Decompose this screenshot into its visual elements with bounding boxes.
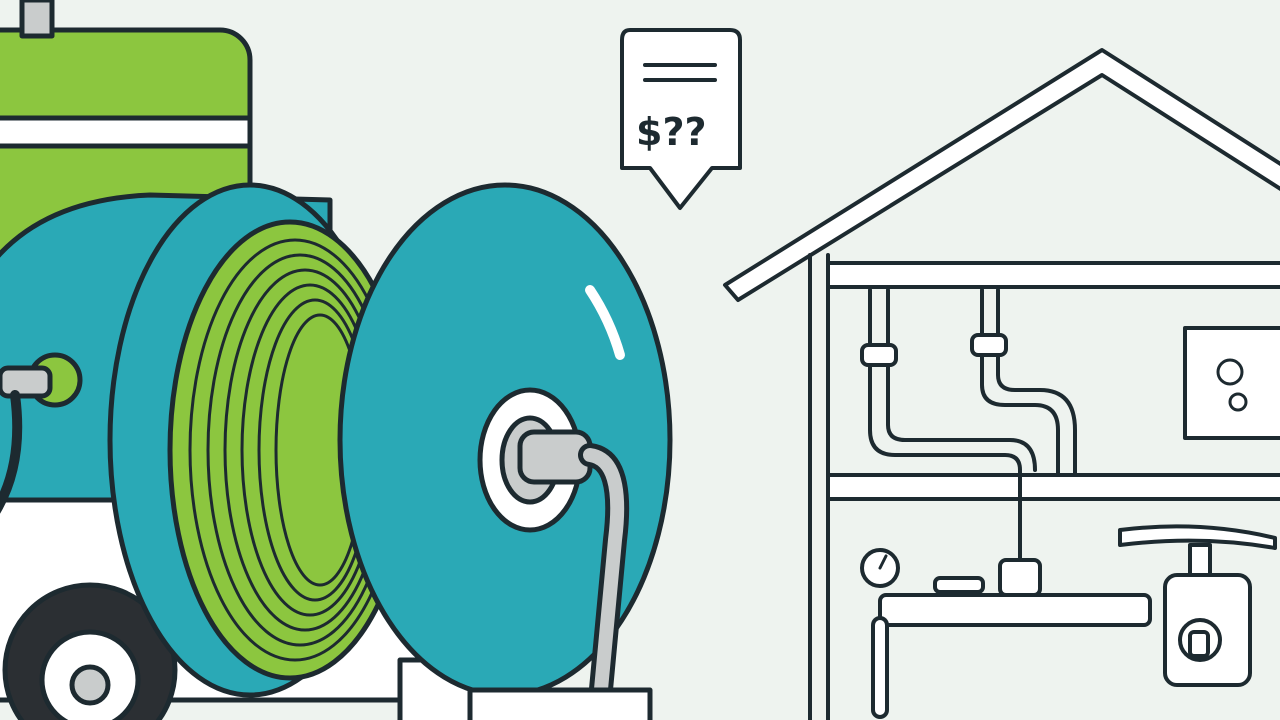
electrical-panel xyxy=(1183,326,1280,440)
house-icon xyxy=(723,48,1280,720)
wheel xyxy=(2,582,178,720)
price-tag-text: $?? xyxy=(636,110,707,154)
price-tag-icon xyxy=(620,28,742,210)
valve-icon xyxy=(1118,524,1277,687)
side-fitting xyxy=(0,365,53,399)
pressure-gauge-icon xyxy=(860,548,900,588)
pipe xyxy=(860,288,1152,719)
